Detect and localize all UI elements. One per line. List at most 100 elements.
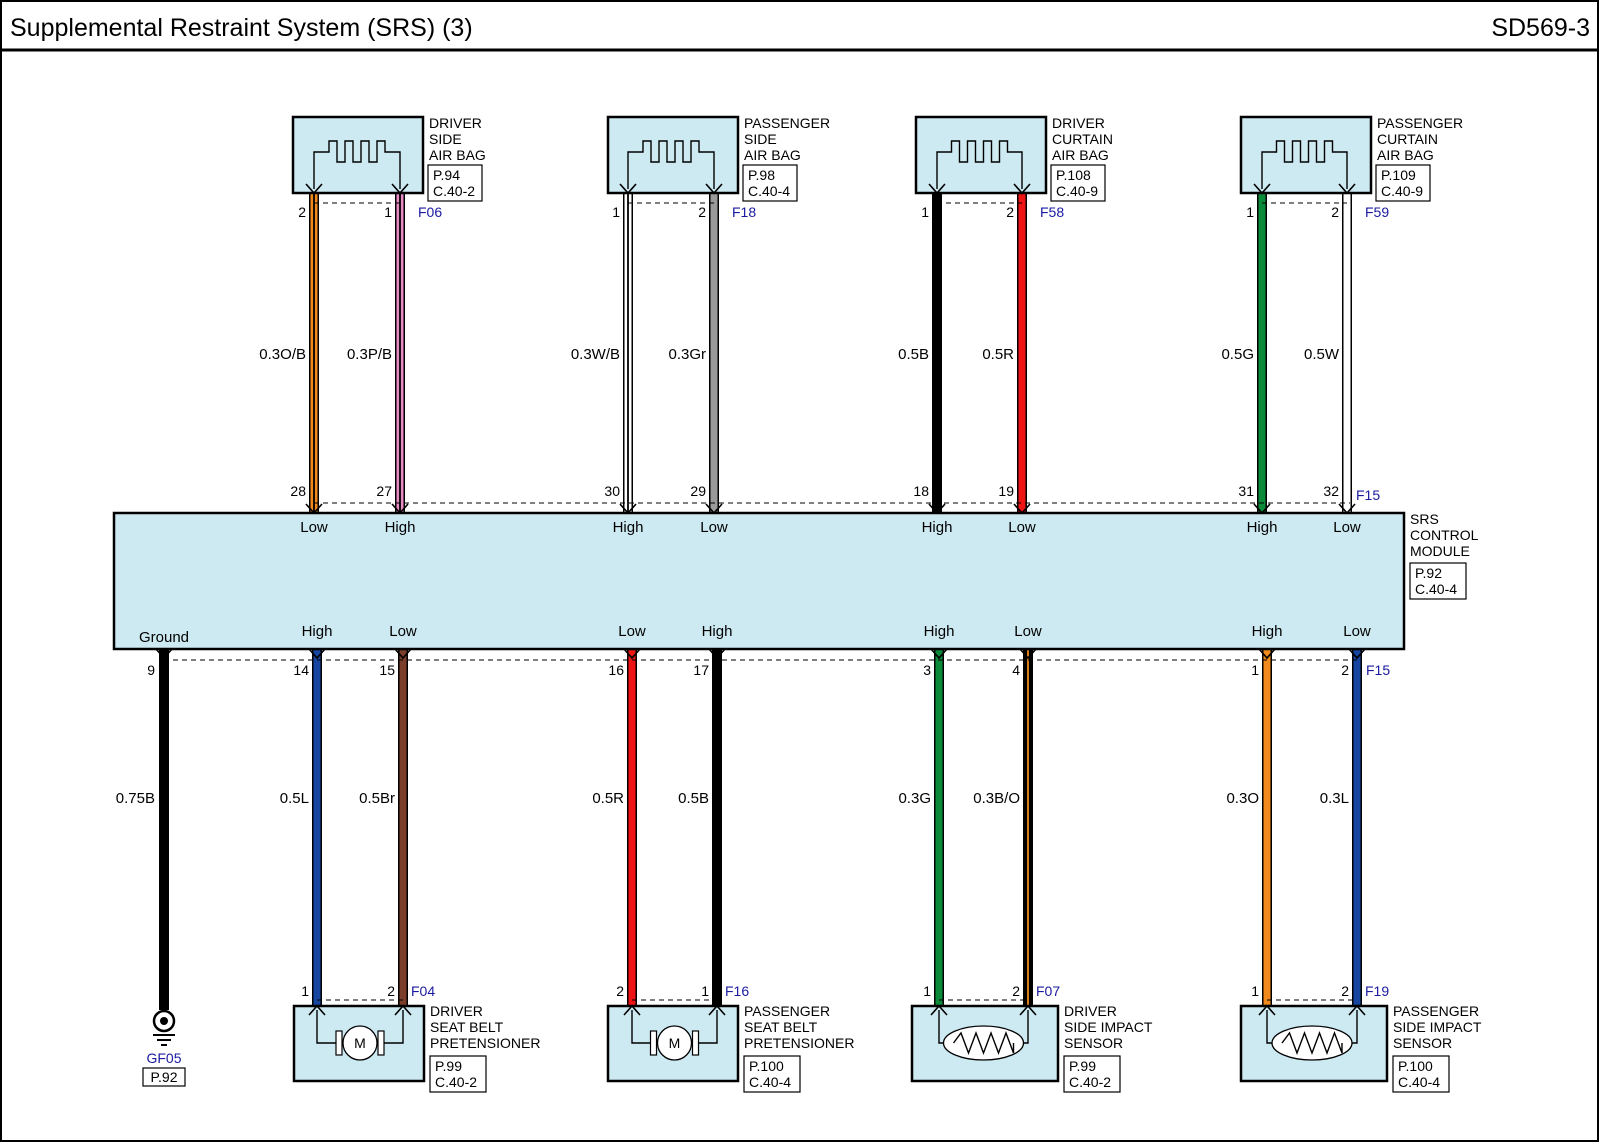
top-component-4-ref-box [1375, 164, 1431, 202]
top-component-2-ref-line-1: P.98 [748, 167, 775, 183]
bottom-component-1-wire-1-signal: High [302, 623, 333, 640]
top-component-4-wire-1 [1257, 193, 1267, 513]
top-component-1-wire-2 [395, 193, 405, 513]
top-component-2-wire-2-signal: Low [700, 519, 728, 536]
bottom-component-4-ref-line-2: C.40-4 [1398, 1074, 1440, 1090]
top-component-1-wire-2-comp-pin: 1 [384, 204, 392, 220]
bottom-component-4-wire-1-core [1263, 649, 1271, 1006]
top-component-1-wire-1-spec: 0.3O/B [259, 346, 306, 363]
top-component-3-wire-2-comp-terminal [1013, 183, 1031, 195]
top-component-1-wire-1-comp-pin: 2 [298, 204, 306, 220]
top-component-1-squib-symbol [313, 140, 401, 189]
top-component-3-name-line-3: AIR BAG [1052, 147, 1109, 163]
ground-wire [159, 649, 169, 1010]
bottom-component-1-wire-2-comp-pin: 2 [387, 983, 395, 999]
top-component-1-airbag-box [291, 115, 425, 195]
bottom-component-2-wire-2-spec: 0.5B [678, 790, 709, 807]
top-component-2-wire-2 [709, 193, 719, 513]
top-component-3-wire-2-core [1018, 193, 1026, 513]
top-component-3-ref-box [1050, 164, 1106, 202]
top-component-4-wire-1-spec: 0.5G [1221, 346, 1254, 363]
top-component-1-wire-2-module-terminal [391, 503, 409, 515]
ground-module-terminal [155, 648, 173, 660]
top-component-1-name-line-1: DRIVER [429, 115, 482, 131]
bottom-component-2-wire-1-comp-pin: 2 [616, 983, 624, 999]
bottom-component-3-name-line-2: SIDE IMPACT [1064, 1019, 1153, 1035]
bottom-component-4-wire-1-comp-pin: 1 [1251, 983, 1259, 999]
bottom-component-4-connector-id: F19 [1365, 983, 1389, 999]
top-component-4-name-line-2: CURTAIN [1377, 131, 1438, 147]
bottom-component-1-wire-1-comp-pin: 1 [301, 983, 309, 999]
bottom-component-4-wire-2-core [1353, 649, 1361, 1006]
page-code: SD569-3 [1491, 14, 1590, 42]
bottom-component-1-wire-1 [312, 649, 322, 1006]
top-component-4-name-line-1: PASSENGER [1377, 115, 1463, 131]
ground-ref-box [142, 1067, 186, 1087]
bottom-component-1-wire-2-module-pin: 15 [379, 662, 395, 678]
bottom-component-4-wire-2-spec: 0.3L [1320, 790, 1349, 807]
bottom-component-3-wire-1-module-terminal [930, 648, 948, 660]
ground-module-pin: 9 [147, 662, 155, 678]
bottom-component-1-wire-1-spec: 0.5L [280, 790, 309, 807]
top-component-2-ref-line-2: C.40-4 [748, 183, 790, 199]
top-component-3-wire-2-comp-pin: 2 [1006, 204, 1014, 220]
bottom-component-4-name-line-3: SENSOR [1393, 1035, 1452, 1051]
top-component-2-wire-2-spec: 0.3Gr [668, 346, 706, 363]
module-name-line-1: SRS [1410, 511, 1439, 527]
bottom-component-3-ref-line-2: C.40-2 [1069, 1074, 1111, 1090]
bottom-component-3-wire-1 [934, 649, 944, 1006]
bottom-component-3-wire-2-stripe [1027, 649, 1029, 1006]
top-component-2-name-line-3: AIR BAG [744, 147, 801, 163]
module-name-line-2: CONTROL [1410, 527, 1479, 543]
top-component-1-wire-1-module-terminal [305, 503, 323, 515]
bottom-component-4-name-line-2: SIDE IMPACT [1393, 1019, 1482, 1035]
bottom-component-2-motor-symbol [656, 1025, 693, 1061]
bottom-component-3-ref-box [1063, 1055, 1121, 1093]
top-component-1-wire-1 [309, 193, 319, 513]
bottom-component-1-wire-2-comp-terminal [394, 1004, 412, 1016]
top-component-4-wire-1-core [1258, 193, 1266, 513]
bottom-component-3-wire-2-spec: 0.3B/O [973, 790, 1020, 807]
bottom-component-1-name-line-2: SEAT BELT [430, 1019, 504, 1035]
bottom-component-1-motor-symbol [342, 1025, 378, 1061]
bottom-component-2-motor-brush-right [691, 1030, 700, 1056]
bottom-component-1-motor-label: M [354, 1035, 366, 1051]
top-component-1-wire-1-comp-terminal [305, 183, 323, 195]
bottom-component-2-wire-1-core [628, 649, 636, 1006]
bottom-component-2-motor-leads [631, 1010, 718, 1044]
bottom-component-1-motor-leads [316, 1010, 404, 1044]
module-ref-line-2: C.40-4 [1415, 581, 1457, 597]
bottom-component-2-ref-box [743, 1055, 801, 1093]
top-component-2-wire-2-module-terminal [705, 503, 723, 515]
bottom-component-3-ref-line-1: P.99 [1069, 1058, 1096, 1074]
bottom-component-2-wire-2-module-terminal [708, 648, 726, 660]
page-title: Supplemental Restraint System (SRS) (3) [10, 14, 473, 42]
module-ground-label: Ground [139, 629, 189, 646]
wires-layer [159, 193, 1362, 1010]
bottom-component-1-name-line-1: DRIVER [430, 1003, 483, 1019]
bottom-component-3-wire-2-comp-terminal [1019, 1004, 1037, 1016]
ground-connector-id: GF05 [146, 1050, 181, 1066]
top-component-4-wire-1-signal: High [1247, 519, 1278, 536]
top-component-4-wire-1-comp-pin: 1 [1246, 204, 1254, 220]
top-component-1-wire-1-stripe [313, 193, 315, 513]
bottom-component-4-wire-2-comp-pin: 2 [1341, 983, 1349, 999]
bottom-component-3-sensor-resistor [952, 1031, 1015, 1055]
bottom-component-3-wire-1-signal: High [924, 623, 955, 640]
top-component-2-wire-2-core [710, 193, 718, 513]
top-component-1-ref-line-2: C.40-2 [433, 183, 475, 199]
bottom-component-2-wire-2-module-pin: 17 [693, 662, 709, 678]
bottom-component-2-ref-line-2: C.40-4 [749, 1074, 791, 1090]
top-component-1-wire-2-module-pin: 27 [376, 483, 392, 499]
bottom-component-4-name-line-1: PASSENGER [1393, 1003, 1479, 1019]
bottom-component-3-name-line-1: DRIVER [1064, 1003, 1117, 1019]
ground-wire-core [160, 649, 168, 1010]
bottom-component-1-connector-id: F04 [411, 983, 435, 999]
bottom-component-4-wire-2 [1352, 649, 1362, 1006]
bottom-component-3-wire-2 [1023, 649, 1033, 1006]
bottom-component-4-wire-1-comp-terminal [1258, 1004, 1276, 1016]
